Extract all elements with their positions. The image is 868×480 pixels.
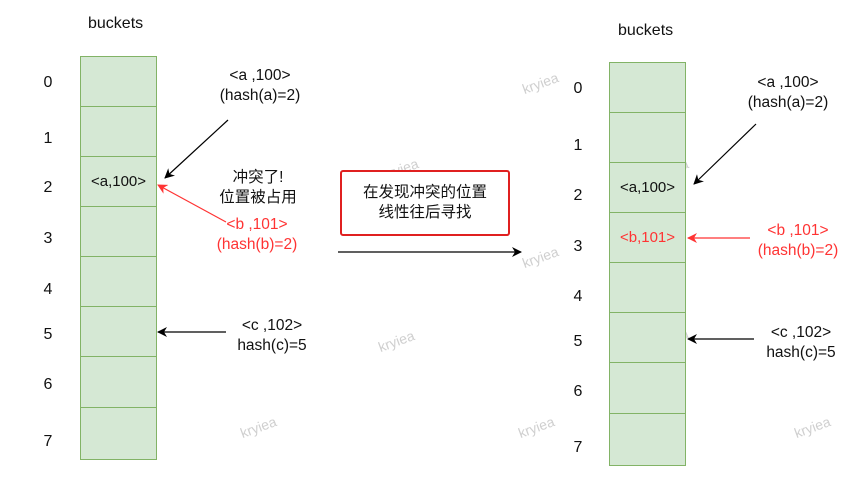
left-index-0: 0	[43, 74, 53, 91]
right-note-b: <b ,101> (hash(b)=2)	[744, 221, 852, 261]
left-conflict-note: 冲突了! 位置被占用	[208, 168, 308, 208]
right-bucket-array: <a,100> <b,101>	[609, 62, 686, 466]
right-bucket-cell-0	[609, 62, 686, 113]
left-arrow-a	[164, 119, 229, 179]
right-note-a-pair: <a ,100>	[757, 74, 819, 91]
right-buckets-title: buckets	[618, 22, 674, 39]
right-note-c: <c ,102> hash(c)=5	[751, 323, 851, 363]
left-conflict-line2: 位置被占用	[219, 189, 297, 206]
right-index-2: 2	[573, 187, 583, 204]
right-index-7: 7	[573, 439, 583, 456]
left-note-c: <c ,102> hash(c)=5	[222, 316, 322, 356]
left-arrow-b	[157, 184, 227, 223]
right-note-a-hash: (hash(a)=2)	[747, 94, 829, 111]
right-note-c-pair: <c ,102>	[770, 324, 832, 341]
left-bucket-cell-4	[80, 256, 157, 307]
left-bucket-cell-6	[80, 356, 157, 408]
left-note-a-hash: (hash(a)=2)	[219, 87, 301, 104]
callout-line1: 在发现冲突的位置	[362, 184, 487, 201]
right-index-5: 5	[573, 333, 583, 350]
left-index-1: 1	[43, 130, 53, 147]
right-bucket-cell-1	[609, 112, 686, 163]
left-bucket-cell-7	[80, 407, 157, 460]
left-bucket-cell-0	[80, 56, 157, 107]
right-index-0: 0	[573, 80, 583, 97]
right-index-1: 1	[573, 137, 583, 154]
right-note-a: <a ,100> (hash(a)=2)	[733, 73, 843, 113]
right-note-c-hash: hash(c)=5	[766, 344, 836, 361]
right-bucket-cell-2: <a,100>	[609, 162, 686, 213]
left-note-b-hash: (hash(b)=2)	[216, 236, 298, 253]
left-index-7: 7	[43, 433, 53, 450]
right-index-3: 3	[573, 238, 583, 255]
right-bucket-cell-3: <b,101>	[609, 212, 686, 263]
right-index-6: 6	[573, 383, 583, 400]
right-arrow-a	[693, 123, 757, 185]
right-bucket-cell-7	[609, 413, 686, 466]
left-note-c-hash: hash(c)=5	[237, 337, 307, 354]
linear-probe-callout: 在发现冲突的位置 线性往后寻找	[340, 170, 510, 236]
left-note-b: <b ,101> (hash(b)=2)	[202, 215, 312, 255]
left-index-4: 4	[43, 281, 53, 298]
left-buckets-title: buckets	[88, 15, 144, 32]
left-bucket-array: <a,100>	[80, 56, 157, 460]
left-note-a: <a ,100> (hash(a)=2)	[205, 66, 315, 106]
left-index-2: 2	[43, 179, 53, 196]
left-bucket-cell-2: <a,100>	[80, 156, 157, 207]
right-note-b-pair: <b ,101>	[767, 222, 829, 239]
right-index-4: 4	[573, 288, 583, 305]
left-note-a-pair: <a ,100>	[229, 67, 291, 84]
left-index-3: 3	[43, 230, 53, 247]
left-conflict-line1: 冲突了!	[232, 169, 284, 186]
left-index-6: 6	[43, 376, 53, 393]
right-note-b-hash: (hash(b)=2)	[757, 242, 839, 259]
left-note-c-pair: <c ,102>	[241, 317, 303, 334]
callout-line2: 线性往后寻找	[378, 204, 472, 221]
left-bucket-cell-5	[80, 306, 157, 357]
left-index-5: 5	[43, 326, 53, 343]
left-note-b-pair: <b ,101>	[226, 216, 288, 233]
